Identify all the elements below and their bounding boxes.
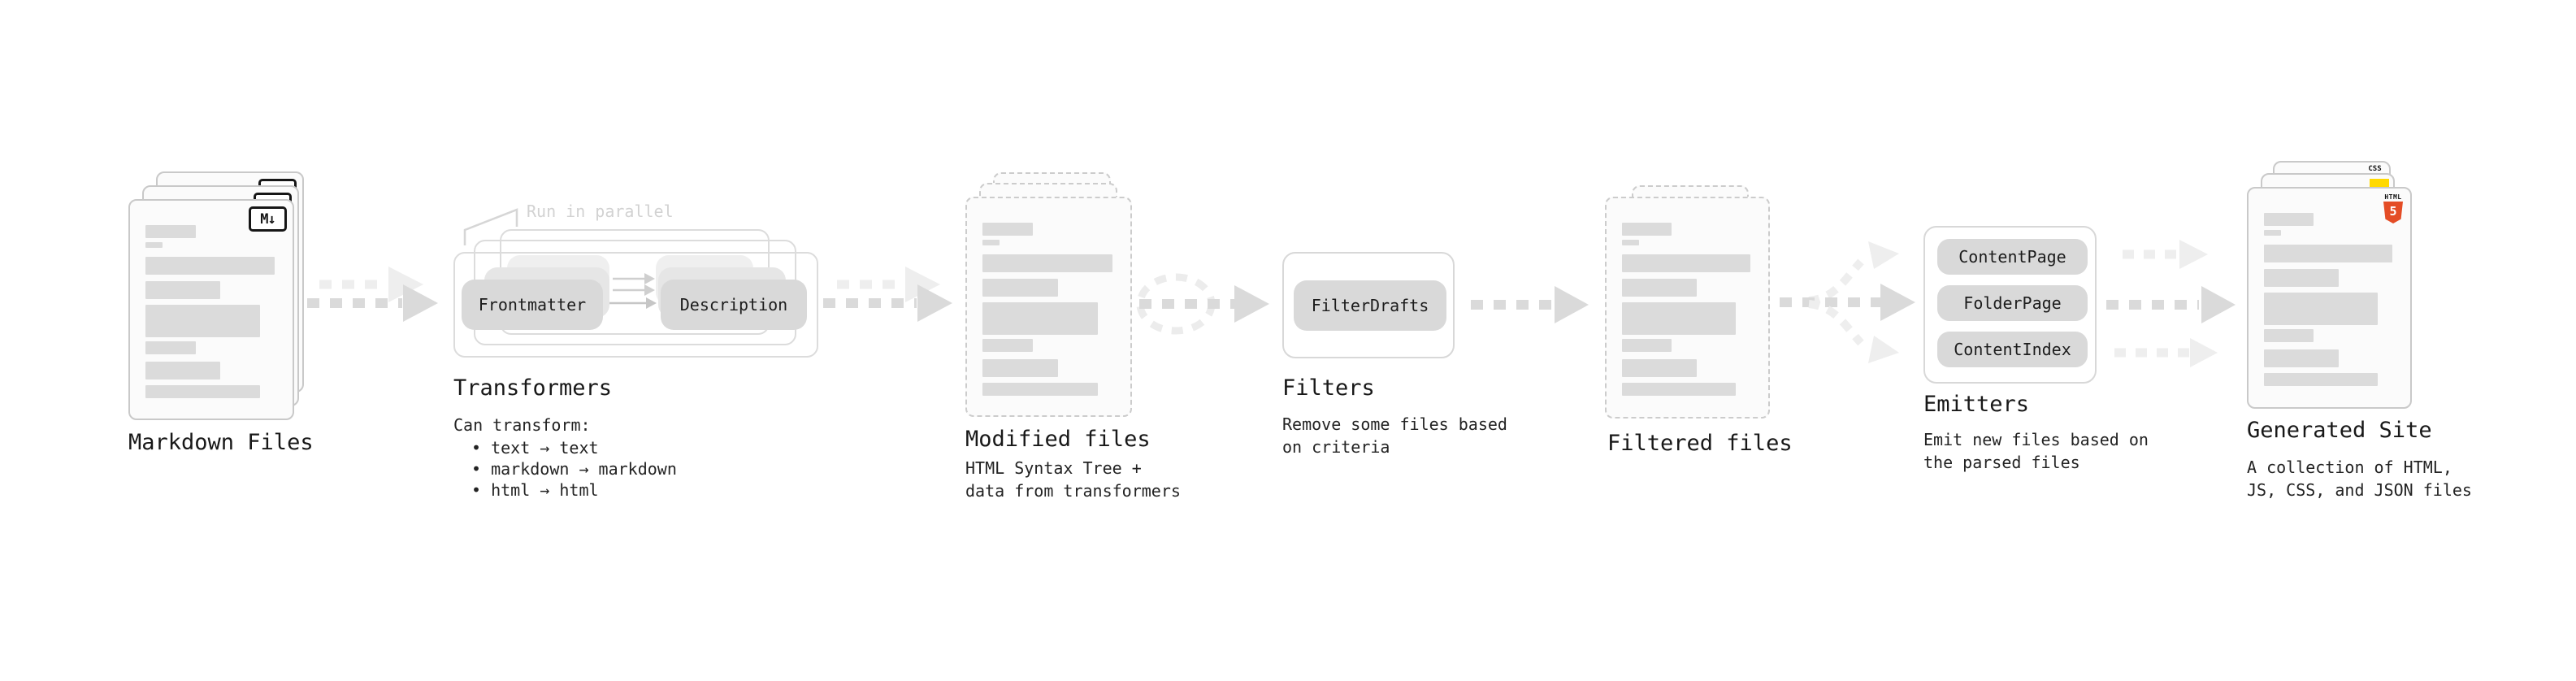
run-in-parallel-note: Run in parallel [527,202,674,221]
transformers-bullet: • markdown → markdown [471,459,677,479]
emitters-box: ContentPage FolderPage ContentIndex [1923,226,2097,384]
generated-site-subtitle: A collection of HTML, [2247,458,2452,477]
document-text-placeholder [2264,189,2395,386]
js-file-icon [2370,179,2389,189]
transformers-description: Can transform: [453,415,591,435]
modified-files-title: Modified files [965,427,1151,452]
transformers-title: Transformers [453,375,613,401]
markdown-files-title: Markdown Files [128,430,314,455]
emitters-subtitle: the parsed files [1923,453,2080,472]
arrow-filters-to-filtered [1471,286,1589,323]
modified-file-card-front [965,197,1132,417]
document-text-placeholder [1622,198,1753,396]
arrow-filtered-to-emitters [1780,241,1915,363]
generated-site-title: Generated Site [2247,418,2432,443]
document-text-placeholder [145,201,277,398]
filters-title: Filters [1282,375,1375,401]
filters-subtitle: on criteria [1282,437,1390,457]
filtered-files-title: Filtered files [1607,431,1793,456]
transformers-bullet: • text → text [471,438,599,458]
html-file-card: HTML 5 [2247,187,2412,409]
generated-site-subtitle: JS, CSS, and JSON files [2247,480,2472,500]
html5-icon: HTML 5 [2383,193,2404,223]
description-chip: Description [661,280,807,330]
markdown-icon: M↓ [249,206,287,232]
modified-files-subtitle: HTML Syntax Tree + [965,458,1142,478]
frontmatter-chip: Frontmatter [462,280,603,330]
filters-subtitle: Remove some files based [1282,414,1507,434]
content-page-chip: ContentPage [1937,239,2088,275]
filter-drafts-chip: FilterDrafts [1294,280,1446,331]
transformer-box-front [453,252,818,358]
emitters-title: Emitters [1923,392,2030,417]
transformers-bullet: • html → html [471,480,599,500]
arrow-modified-to-filters [1136,273,1269,335]
run-in-parallel-leader-line [463,208,518,245]
arrow-transformers-to-modified [823,267,952,322]
modified-files-subtitle: data from transformers [965,481,1181,501]
content-index-chip: ContentIndex [1937,332,2088,367]
folder-page-chip: FolderPage [1937,285,2088,321]
document-text-placeholder [982,198,1115,396]
emitters-subtitle: Emit new files based on [1923,430,2149,449]
markdown-file-card-front: M↓ [128,199,294,420]
arrow-markdown-to-transformers [307,267,438,322]
arrow-emitters-to-generated [2106,240,2236,367]
filtered-file-card-front [1605,197,1770,419]
arrow-frontmatter-to-description [606,273,657,309]
filters-box: FilterDrafts [1282,252,1455,358]
